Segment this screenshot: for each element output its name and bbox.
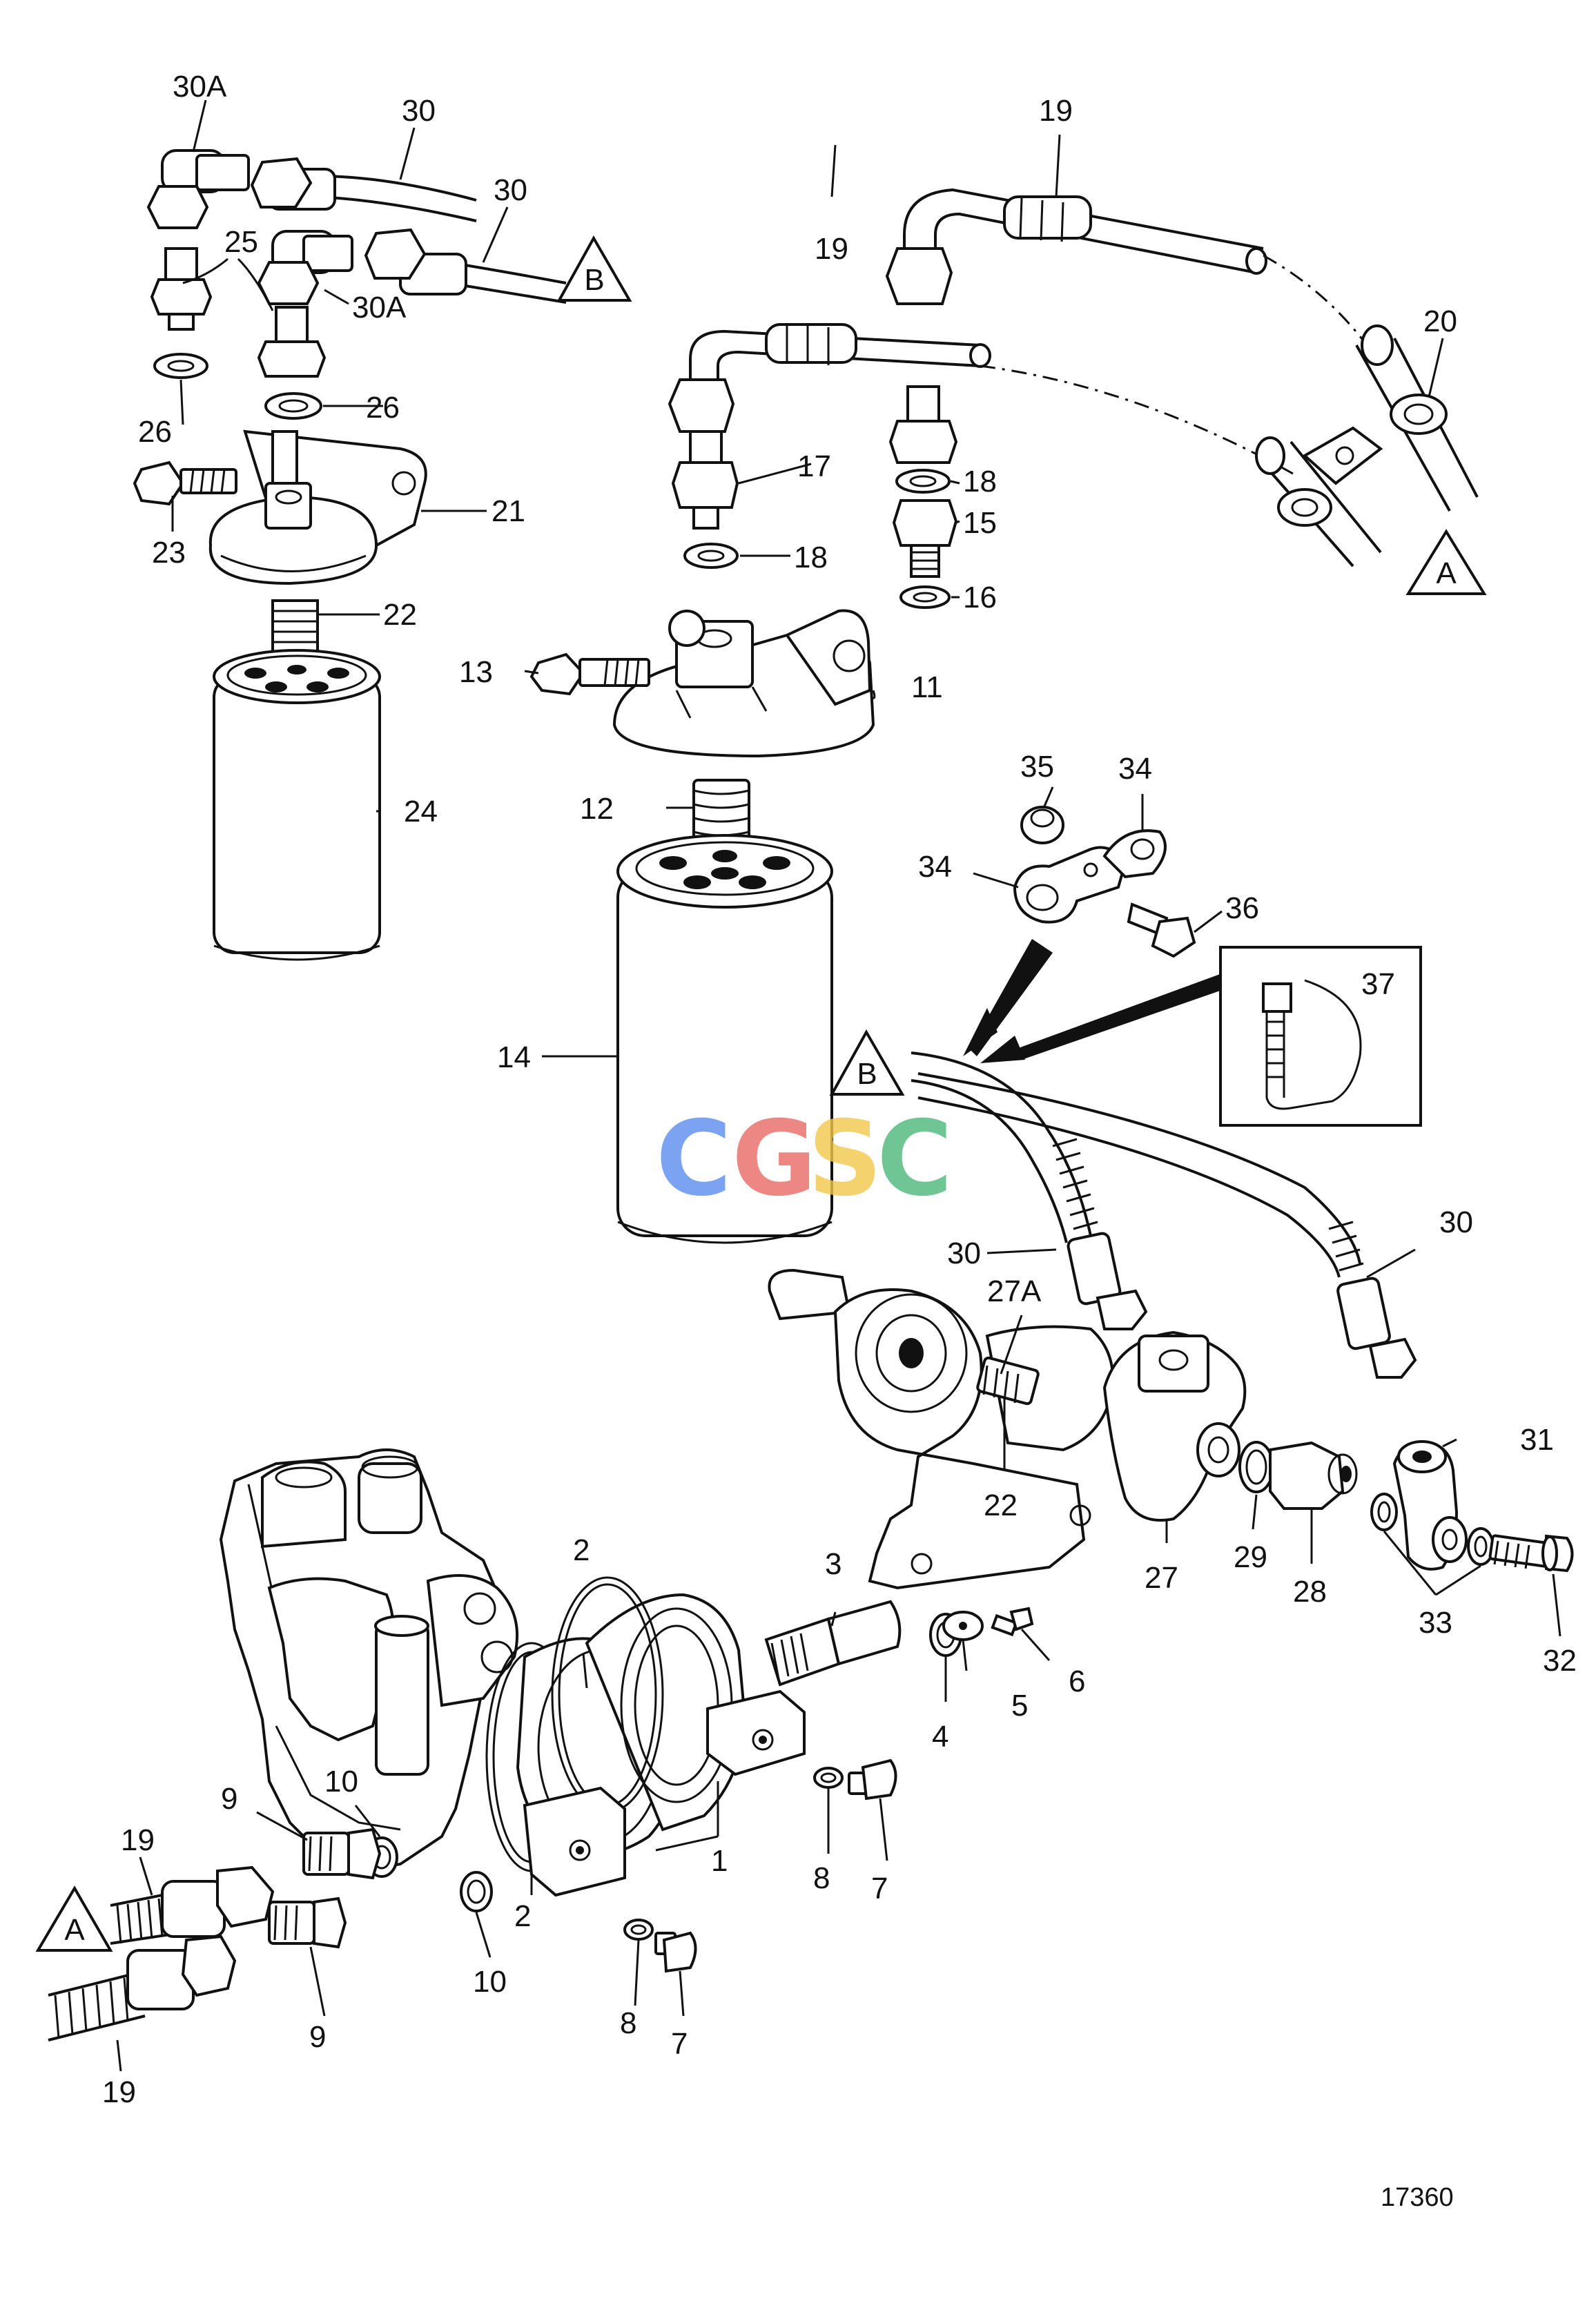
ref-b-upper: B: [584, 263, 604, 297]
label-7-right: 7: [871, 1872, 888, 1905]
adapter-27-assembly: [768, 1268, 1574, 1590]
label-23: 23: [152, 536, 186, 570]
ref-a-lower: A: [64, 1913, 85, 1947]
clamp-detail-34-37: [963, 806, 1422, 1127]
label-19-upper-right: 19: [1039, 94, 1073, 128]
hoses-30-lower-right: [911, 1051, 1417, 1379]
label-9-upper: 9: [221, 1782, 237, 1816]
label-32: 32: [1543, 1644, 1577, 1678]
label-36: 36: [1225, 891, 1259, 925]
label-33: 33: [1419, 1606, 1452, 1640]
leader-lines: [116, 99, 1561, 2072]
label-2-upper: 2: [573, 1533, 590, 1567]
watermark-letter-s: S: [808, 1099, 882, 1219]
label-28: 28: [1293, 1575, 1327, 1609]
label-8-lower: 8: [620, 2006, 636, 2040]
label-4: 4: [932, 1720, 948, 1754]
label-29: 29: [1234, 1540, 1267, 1574]
label-13: 13: [459, 655, 493, 689]
watermark-letter-c2: C: [877, 1099, 953, 1219]
label-35: 35: [1020, 750, 1054, 784]
label-12: 12: [580, 792, 614, 826]
clamp-assembly-upper-right: [1255, 324, 1479, 568]
ref-b-lower: B: [857, 1057, 877, 1091]
oil-cooler-engine-assembly: [48, 1448, 1034, 2041]
label-31: 31: [1520, 1423, 1554, 1457]
ref-a-upper: A: [1436, 556, 1457, 590]
label-30A-upper: 30A: [173, 70, 227, 104]
label-10-upper: 10: [324, 1765, 358, 1798]
label-6: 6: [1069, 1665, 1085, 1698]
label-30-upper: 30: [402, 94, 436, 128]
label-19-lower-left: 19: [121, 1823, 155, 1857]
label-18-left: 18: [794, 541, 828, 574]
label-22-upper: 22: [383, 598, 417, 632]
watermark-letter-g: G: [732, 1099, 817, 1219]
part-labels: 30A 30 30 25 30A 26 26 21 23 22 24 19 19…: [102, 70, 1577, 2109]
label-21: 21: [492, 494, 525, 528]
center-filter-assembly: [529, 188, 1368, 1244]
watermark-letter-c1: C: [656, 1099, 732, 1219]
label-37: 37: [1361, 967, 1395, 1001]
label-18-right: 18: [963, 465, 997, 498]
ref-triangle-b-upper: [556, 235, 632, 302]
label-2-lower: 2: [514, 1899, 531, 1933]
cgsc-watermark: C G S C: [656, 1099, 953, 1219]
label-3: 3: [825, 1547, 841, 1581]
label-7-lower: 7: [671, 2027, 688, 2061]
label-34-left: 34: [918, 850, 952, 884]
label-14: 14: [497, 1040, 531, 1074]
label-15: 15: [963, 506, 997, 540]
label-19-upper-left: 19: [815, 232, 848, 266]
label-27A: 27A: [987, 1274, 1042, 1308]
label-1: 1: [711, 1844, 728, 1878]
label-9-lower: 9: [309, 2020, 326, 2054]
document-number: 17360: [1381, 2183, 1454, 2212]
label-30-lower-left: 30: [947, 1236, 981, 1270]
reference-triangles: B A B A: [35, 235, 1487, 1952]
label-34-upper: 34: [1118, 752, 1152, 786]
left-filter-assembly: [133, 149, 567, 961]
label-10-lower: 10: [473, 1965, 507, 1999]
label-22-lower: 22: [984, 1488, 1018, 1522]
label-27: 27: [1145, 1561, 1178, 1595]
label-16: 16: [963, 581, 997, 614]
label-8-right: 8: [813, 1861, 830, 1895]
label-30A-lower: 30A: [352, 291, 407, 324]
ref-triangle-a-upper: [1405, 529, 1487, 595]
label-26-left: 26: [138, 415, 172, 449]
label-30-second: 30: [494, 173, 527, 207]
label-11: 11: [911, 670, 943, 704]
label-24: 24: [404, 795, 438, 828]
label-5: 5: [1011, 1689, 1028, 1723]
label-25: 25: [224, 225, 258, 259]
label-19-lower-bottom: 19: [102, 2075, 136, 2109]
label-20: 20: [1423, 304, 1457, 338]
label-26-right: 26: [366, 391, 400, 425]
label-17: 17: [797, 449, 831, 483]
ref-triangle-a-lower: [35, 1885, 113, 1952]
ref-triangle-b-lower: [829, 1029, 905, 1096]
label-30-lower-right: 30: [1439, 1205, 1473, 1239]
